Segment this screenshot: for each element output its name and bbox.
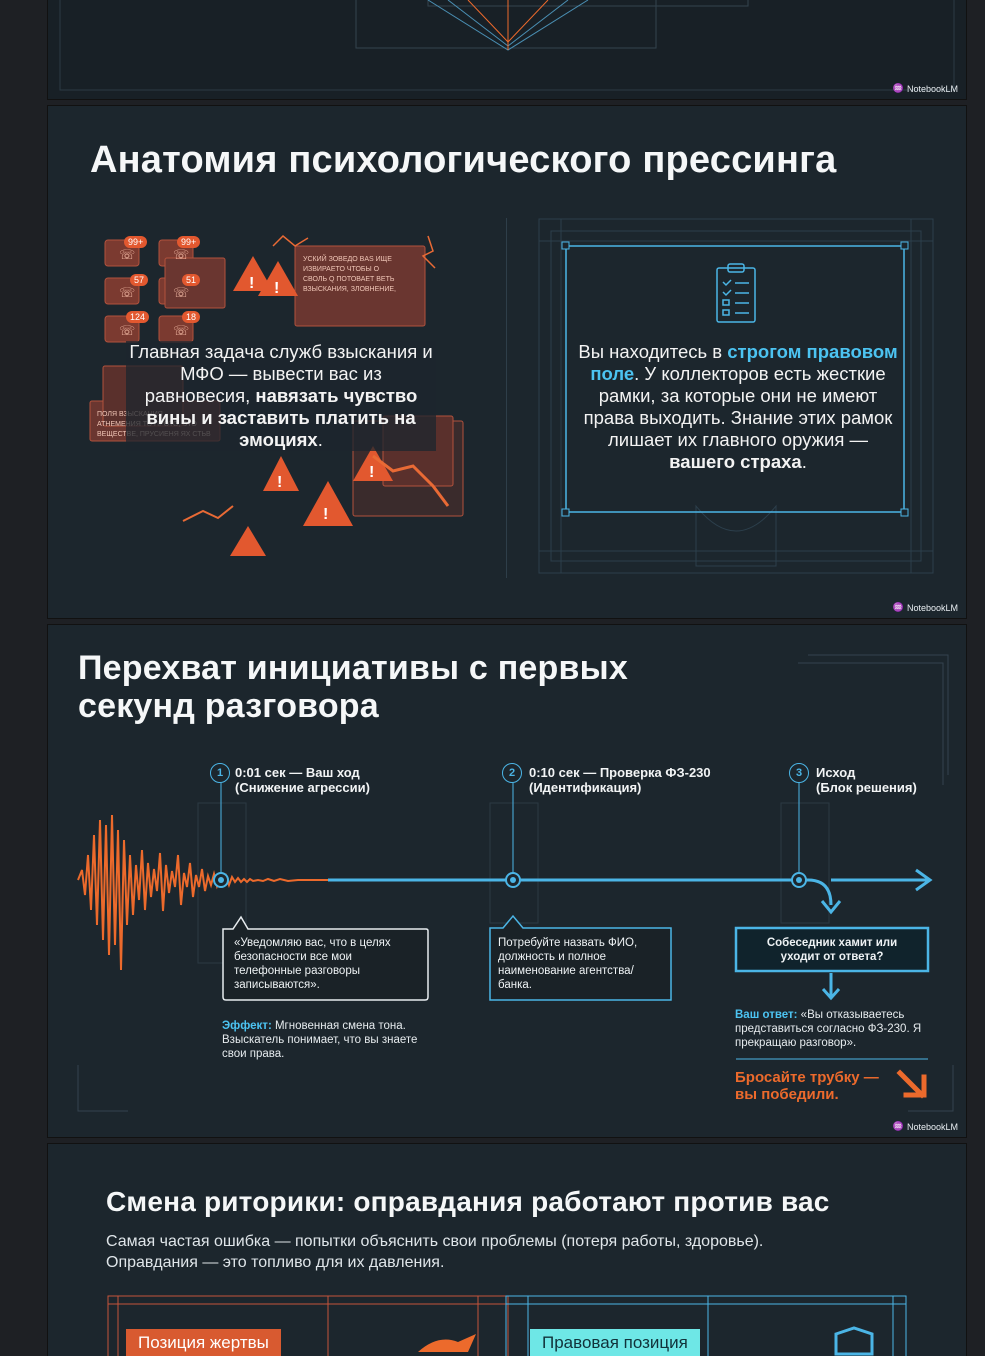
slide3-title: Перехват инициативы с первых секунд разг…: [78, 649, 628, 725]
step-number: 2: [502, 763, 522, 783]
legal-position-tag: Правовая позиция: [530, 1329, 700, 1356]
rude-reply-question: Собеседник хамит или уходит от ответа?: [766, 937, 898, 963]
step-2-time: 0:10 сек — Проверка ФЗ-230: [529, 765, 711, 780]
legal-frame-grid: [538, 218, 934, 574]
column-divider: [506, 218, 507, 578]
effect-note: Эффект: Мгновенная смена тона. Взыскател…: [222, 1019, 428, 1061]
step-3-subtitle: (Блок решения): [816, 780, 917, 795]
effect-text: Мгновенная смена тона. Взыскатель понима…: [222, 1020, 418, 1060]
identification-callout: Потребуйте назвать ФИО, должность и полн…: [498, 937, 638, 991]
slide-rhetoric-change: Смена риторики: оправдания работают прот…: [48, 1144, 966, 1356]
effect-label: Эффект:: [222, 1020, 272, 1032]
slide1-diagram: [59, 0, 955, 91]
comparison-grid: [107, 1295, 907, 1356]
svg-text:!: !: [274, 280, 279, 297]
hang-up-victory: Бросайте трубку — вы победили.: [735, 1069, 879, 1103]
slide4-subtitle-line2: Оправдания — это топливо для их давления…: [106, 1254, 445, 1271]
badge: 99+: [124, 236, 148, 248]
legal-text-bold: вашего страха: [669, 451, 802, 472]
slide3-title-line2: секунд разговора: [78, 687, 379, 725]
badge: 124: [126, 311, 150, 323]
svg-text:☏: ☏: [173, 285, 189, 300]
answer-text: «Вы отказываетесь представиться согласно…: [735, 1009, 922, 1049]
timeline-diagram: [77, 654, 954, 1112]
notebooklm-watermark: ♒NotebookLM: [892, 602, 958, 613]
victory-line2: вы победили.: [735, 1086, 839, 1103]
notebooklm-logo-icon: ♒: [892, 1121, 904, 1131]
legal-field-description: Вы находитесь в строгом правовом поле. У…: [578, 341, 898, 473]
svg-text:!: !: [277, 474, 282, 491]
badge: 57: [130, 274, 149, 286]
pressure-text: Главная задача служб взыскания и МФО — в…: [129, 341, 433, 406]
slide-previous: ♒NotebookLM: [48, 0, 966, 99]
your-answer-note: Ваш ответ: «Вы отказываетесь представить…: [735, 1008, 933, 1050]
step-number: 1: [210, 763, 230, 783]
svg-text:СВОЛЬ Q ПОТОВАЕТ ВЕТЬ: СВОЛЬ Q ПОТОВАЕТ ВЕТЬ: [303, 276, 395, 283]
legal-text-end: .: [801, 451, 807, 472]
slide4-subtitle: Самая частая ошибка — попытки объяснить …: [106, 1231, 763, 1273]
slide4-subtitle-line1: Самая частая ошибка — попытки объяснить …: [106, 1233, 764, 1250]
step-2-subtitle: (Идентификация): [529, 780, 642, 795]
answer-label: Ваш ответ:: [735, 1009, 798, 1021]
step-3-title: Исход: [816, 765, 856, 780]
legal-text-accent: строгом правовом поле: [590, 341, 898, 384]
svg-text:!: !: [249, 275, 254, 292]
badge: 18: [182, 311, 201, 323]
slide3-title-line1: Перехват инициативы с первых: [78, 649, 628, 687]
slide-seize-initiative: Перехват инициативы с первых секунд разг…: [48, 625, 966, 1137]
slide2-title: Анатомия психологического прессинга: [90, 139, 837, 181]
svg-text:ВЗЫСКАНИЯ, ЗЛОВНЕНИЕ,: ВЗЫСКАНИЯ, ЗЛОВНЕНИЕ,: [303, 286, 396, 293]
pressure-description: Главная задача служб взыскания и МФО — в…: [126, 341, 436, 451]
slide4-title: Смена риторики: оправдания работают прот…: [106, 1186, 830, 1217]
recording-notice-callout: «Уведомляю вас, что в целях безопасности…: [234, 937, 391, 991]
svg-text:☏: ☏: [173, 323, 189, 338]
step-1-subtitle: (Снижение агрессии): [235, 780, 370, 795]
svg-text:☏: ☏: [119, 247, 135, 262]
victim-position-tag: Позиция жертвы: [126, 1329, 281, 1356]
svg-text:☏: ☏: [173, 247, 189, 262]
pressure-text-end: .: [317, 429, 323, 450]
notebooklm-watermark: ♒NotebookLM: [892, 83, 958, 94]
victory-line1: Бросайте трубку —: [735, 1069, 879, 1086]
notebooklm-logo-icon: ♒: [892, 83, 904, 93]
hand-icon: [418, 1334, 476, 1352]
step-1-time: 0:01 сек — Ваш ход: [235, 765, 360, 780]
step-3-heading: Исход (Блок решения): [816, 765, 917, 795]
svg-text:ИЗВИРАЕТО ЧТОБЫ О: ИЗВИРАЕТО ЧТОБЫ О: [303, 266, 380, 273]
svg-text:☏: ☏: [119, 285, 135, 300]
shield-icon: [834, 1326, 874, 1356]
badge: 99+: [177, 236, 201, 248]
svg-text:!: !: [323, 506, 328, 523]
step-number: 3: [789, 763, 809, 783]
step-2-heading: 0:10 сек — Проверка ФЗ-230 (Идентификаци…: [529, 765, 711, 795]
svg-text:УСКИЙ ЗОВЕДО BAS ИЩЕ: УСКИЙ ЗОВЕДО BAS ИЩЕ: [303, 254, 392, 263]
notebooklm-logo-icon: ♒: [892, 602, 904, 612]
clipboard-checklist-icon: [716, 263, 756, 323]
slide-anatomy-pressure: Анатомия психологического прессинга ☏ ☏ …: [48, 106, 966, 618]
svg-text:!: !: [369, 464, 374, 481]
legal-text-2: . У коллекторов есть жесткие рамки, за к…: [583, 363, 893, 450]
notebooklm-watermark: ♒NotebookLM: [892, 1121, 958, 1132]
legal-text: Вы находитесь в: [578, 341, 728, 362]
step-1-heading: 0:01 сек — Ваш ход (Снижение агрессии): [235, 765, 370, 795]
badge: 51: [182, 274, 201, 286]
pressure-text-bold: навязать чувство вины и заставить платит…: [146, 385, 418, 450]
svg-text:☏: ☏: [119, 323, 135, 338]
